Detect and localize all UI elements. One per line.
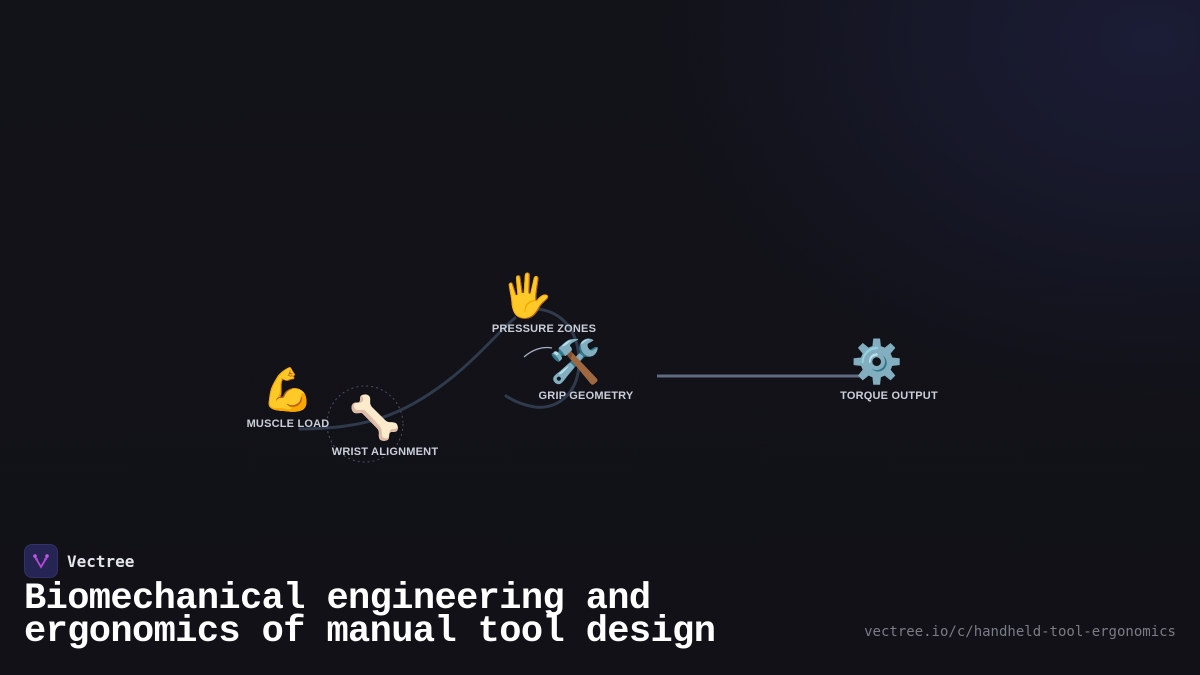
node-pressure-zones[interactable]: 🖐️ PRESSURE ZONES (484, 272, 604, 336)
flexed-biceps-icon: 💪 (261, 365, 315, 414)
raised-hand-icon: 🖐️ (500, 271, 554, 320)
node-label: PRESSURE ZONES (491, 323, 597, 335)
node-label: TORQUE OUTPUT (840, 390, 938, 402)
brand: Vectree (24, 544, 134, 578)
brand-name: Vectree (67, 551, 135, 571)
node-grip-geometry[interactable]: 🛠️ GRIP GEOMETRY (530, 338, 642, 403)
bone-icon: 🦴 (348, 393, 402, 442)
node-label: GRIP GEOMETRY (538, 390, 634, 402)
edge-muscle-to-pressure (298, 316, 517, 431)
wrist-focus-ring (326, 385, 404, 463)
node-label: MUSCLE LOAD (246, 418, 330, 430)
node-wrist-alignment[interactable]: 🦴 WRIST ALIGNMENT (325, 394, 445, 459)
vectree-logo-icon (24, 544, 58, 578)
title-line-1: Biomechanical engineering and (24, 578, 651, 620)
node-muscle-load[interactable]: 💪 MUSCLE LOAD (244, 365, 332, 431)
node-label: WRIST ALIGNMENT (331, 446, 439, 458)
edge-small-arc (523, 346, 553, 358)
page-url[interactable]: vectree.io/c/handheld-tool-ergonomics (864, 624, 1176, 640)
node-torque-output[interactable]: ⚙️ TORQUE OUTPUT (834, 338, 944, 403)
page-title: Biomechanical engineering and ergonomics… (24, 581, 716, 651)
gear-icon: ⚙️ (850, 337, 904, 386)
hammer-and-wrench-icon: 🛠️ (548, 337, 602, 386)
title-line-2: ergonomics of manual tool design (24, 611, 716, 653)
edge-pressure-to-grip-loop (504, 307, 581, 409)
